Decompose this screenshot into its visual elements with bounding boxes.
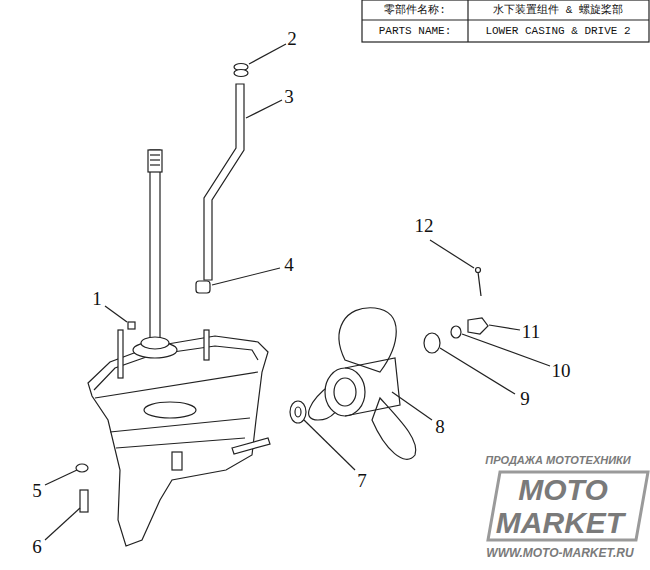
- callout-number: 11: [522, 322, 540, 341]
- table-cell: 水下装置组件 & 螺旋桨部: [493, 5, 623, 16]
- callout-number: 8: [435, 417, 445, 436]
- watermark: MOTO: [518, 475, 607, 505]
- callout-number: 10: [552, 361, 571, 380]
- callout-number: 5: [32, 481, 42, 500]
- callout-number: 12: [415, 216, 434, 235]
- watermark: WWW.MOTO-MARKET.RU: [486, 547, 633, 559]
- watermark: MARKET: [496, 508, 624, 538]
- callout-number: 1: [92, 289, 102, 308]
- callout-number: 2: [287, 29, 297, 48]
- watermark: ПРОДАЖА МОТОТЕХНИКИ: [485, 455, 631, 466]
- callout-number: 3: [284, 87, 294, 106]
- callout-number: 9: [520, 389, 530, 408]
- table-cell: PARTS NAME:: [379, 26, 452, 37]
- callout-number: 6: [32, 537, 42, 556]
- table-cell: LOWER CASING & DRIVE 2: [485, 26, 630, 37]
- callout-number: 4: [284, 255, 294, 274]
- callout-number: 7: [357, 471, 367, 490]
- table-cell: 零部件名称:: [384, 5, 446, 16]
